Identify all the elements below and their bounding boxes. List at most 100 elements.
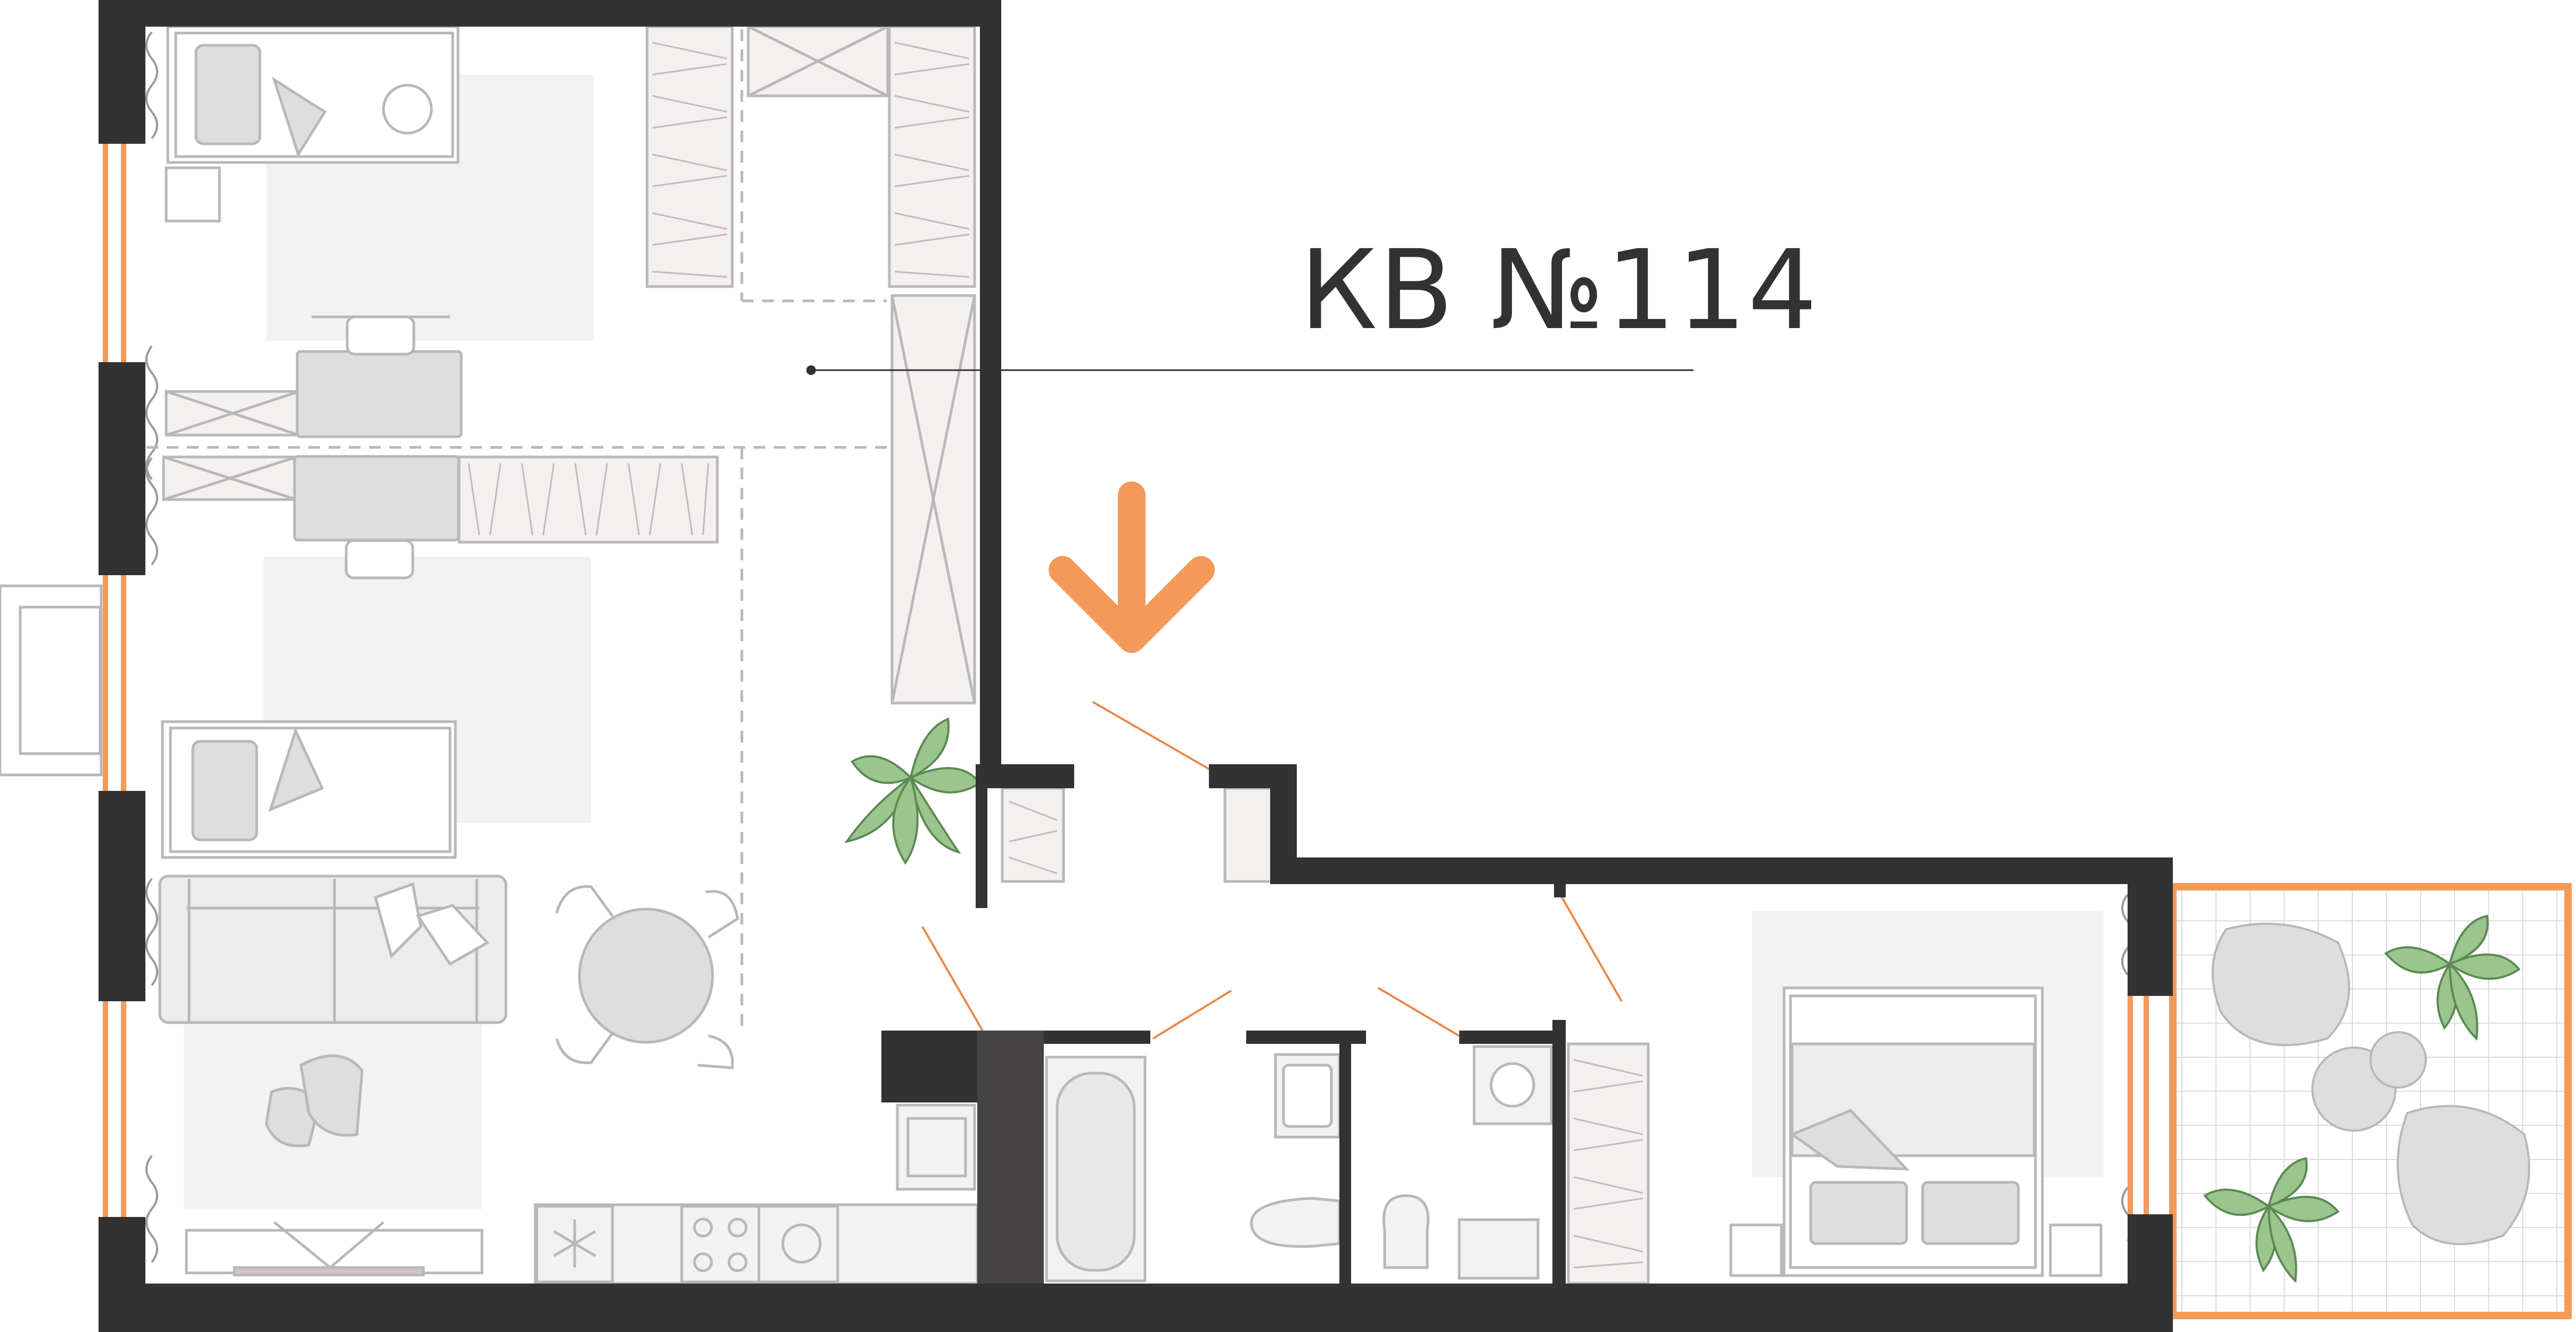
master-pillow-1 xyxy=(1809,1181,1908,1245)
burner-1 xyxy=(693,1217,713,1238)
balcony-stool xyxy=(2369,1031,2427,1089)
balcony-chair-1 xyxy=(2211,922,2350,1047)
wall-left-3 xyxy=(99,791,145,1001)
wall-bottom xyxy=(99,1284,2173,1332)
dining-chair-2 xyxy=(705,890,739,939)
hall-cabinet-2 xyxy=(1223,787,1273,883)
balcony xyxy=(2169,883,2572,1319)
toilet-2 xyxy=(1382,1194,1430,1269)
master-pillow-2 xyxy=(1921,1181,2020,1245)
wall-laundry-top xyxy=(1459,1031,1563,1044)
master-bed xyxy=(1729,986,2103,1277)
hatch-4 xyxy=(1573,1059,1643,1269)
bay-outer xyxy=(0,584,103,777)
curtain-5 xyxy=(145,1155,158,1263)
desk-shelf-mx2 xyxy=(163,455,297,501)
dining-chair-4 xyxy=(697,1034,734,1069)
bed-middle xyxy=(161,720,457,859)
snowflake-icon xyxy=(553,1220,596,1268)
curtain-1 xyxy=(145,31,158,140)
wall-hall-left-vert xyxy=(976,764,987,908)
walls xyxy=(99,0,2173,1332)
wall-master-stub xyxy=(1554,881,1566,897)
balcony-chair-2 xyxy=(2397,1105,2530,1245)
bed-mattress xyxy=(174,31,454,158)
sink-basin xyxy=(906,1117,967,1178)
door-swings xyxy=(921,701,1623,1040)
cushion-2 xyxy=(416,904,489,966)
sink-bowl xyxy=(781,1223,822,1264)
wardrobe-hatching xyxy=(468,42,1643,1269)
bathtub-inner xyxy=(1056,1072,1136,1272)
kitchen-sink xyxy=(757,1205,839,1284)
chair-top xyxy=(346,315,415,356)
hatch-1 xyxy=(652,42,727,278)
plant-hall xyxy=(844,717,982,865)
curtain-2 xyxy=(145,345,158,480)
washing-drum xyxy=(1490,1062,1535,1108)
arrow-down-icon xyxy=(1049,481,1215,653)
plants xyxy=(844,717,2521,1284)
master-bed-fold xyxy=(1789,1109,1910,1171)
wall-kitchen-block xyxy=(881,1031,977,1102)
dining-chair-1 xyxy=(555,885,614,917)
wall-bath-vert xyxy=(977,1031,1044,1284)
nightstand-right xyxy=(2049,1223,2103,1277)
bed-blanket-fold xyxy=(272,77,327,158)
plant-balcony-1 xyxy=(2384,914,2521,1041)
desk-surface-middle xyxy=(293,455,460,542)
washbasin-2 xyxy=(1458,1218,1540,1280)
bookcase-middle xyxy=(457,455,719,544)
burner-3 xyxy=(693,1252,713,1272)
wall-hall-left xyxy=(976,764,1074,788)
cushion-1 xyxy=(373,882,422,959)
curtain-3 xyxy=(145,457,158,566)
dining-table xyxy=(578,908,714,1044)
left-bay xyxy=(0,584,103,777)
bed-blanket-middle xyxy=(268,727,324,812)
hall-wardrobe-x2 xyxy=(890,295,976,704)
curtains xyxy=(145,31,2134,1263)
dining-chair-3 xyxy=(555,1032,614,1064)
toilet-1 xyxy=(1250,1197,1341,1248)
curtain-4 xyxy=(145,878,158,986)
bed-mattress-middle xyxy=(169,726,452,853)
hatch-3 xyxy=(468,463,709,536)
door-master xyxy=(1559,894,1623,1002)
tv-stand-1 xyxy=(273,1221,331,1269)
bathroom xyxy=(1045,1045,1553,1282)
kitchen xyxy=(534,1104,979,1285)
closet-shelf-x2 xyxy=(747,25,889,97)
zone-lines xyxy=(146,29,895,1028)
left-windows xyxy=(103,144,2149,1217)
sofa xyxy=(158,875,508,1024)
door-entrance xyxy=(1092,701,1211,771)
coffee-table xyxy=(265,1054,364,1148)
wall-wc-vert xyxy=(1339,1031,1351,1284)
desk-surface-top xyxy=(296,350,463,438)
wardrobe-bath xyxy=(1567,1042,1650,1285)
wall-top-right xyxy=(1270,857,2173,884)
title-pointer xyxy=(806,365,1694,375)
chair-middle xyxy=(345,539,414,579)
tv-stand-2 xyxy=(329,1221,385,1269)
door-wc-2 xyxy=(1377,987,1460,1037)
hob xyxy=(680,1205,760,1284)
washbasin-1-bowl xyxy=(1282,1064,1333,1128)
bay-inner xyxy=(19,606,102,755)
hatch-5 xyxy=(1009,800,1058,875)
wall-top xyxy=(99,0,1001,27)
coffee-table-2 xyxy=(299,1054,364,1137)
wall-right xyxy=(2128,857,2173,996)
pointer-dot xyxy=(806,365,816,375)
dining-set xyxy=(555,885,739,1069)
plant-balcony-2 xyxy=(2203,1157,2340,1284)
hatch-2 xyxy=(894,42,970,278)
plant-pot-top xyxy=(382,84,433,135)
apartment-number-title: КВ №114 xyxy=(1299,226,1819,354)
tv-screen xyxy=(233,1266,425,1277)
burner-4 xyxy=(727,1252,748,1272)
burner-2 xyxy=(727,1217,748,1238)
desk-middle xyxy=(162,455,719,579)
bed-top xyxy=(165,25,460,223)
